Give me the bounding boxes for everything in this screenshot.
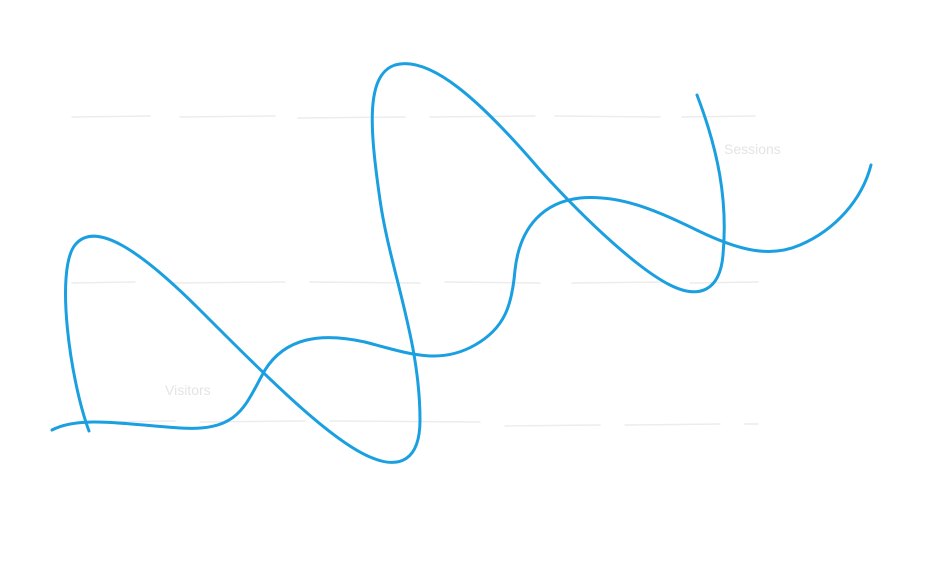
guide-lines [71,115,759,427]
visitors-curve [50,163,873,432]
guide-line-bottom [89,420,759,427]
guide-line-top [71,115,756,119]
visitors-label: Visitors [165,382,211,398]
sessions-label: Sessions [724,141,781,157]
sessions-curve [64,62,726,464]
guide-line-middle [71,281,759,284]
